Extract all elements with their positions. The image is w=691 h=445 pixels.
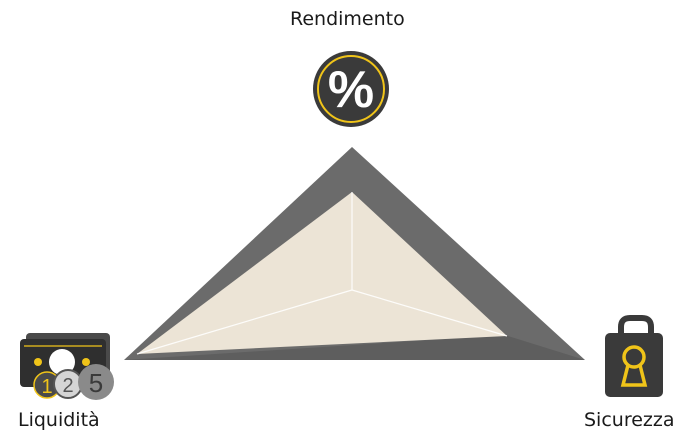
percent-icon: %: [313, 51, 389, 127]
label-liquidita: Liquidità: [18, 409, 100, 431]
inner-value-polygon: [137, 192, 507, 354]
svg-text:%: %: [328, 61, 374, 119]
coin-1-label: 1: [41, 376, 52, 398]
cash-and-coins-icon: 1 2 5: [20, 333, 114, 400]
axis-lines: [136, 192, 508, 355]
outer-triangle-base: [124, 335, 585, 360]
padlock-icon: [605, 315, 663, 397]
coin-2-label: 2: [62, 375, 73, 397]
label-sicurezza: Sicurezza: [584, 409, 675, 431]
label-rendimento: Rendimento: [290, 8, 405, 30]
coin-5-label: 5: [89, 368, 103, 398]
